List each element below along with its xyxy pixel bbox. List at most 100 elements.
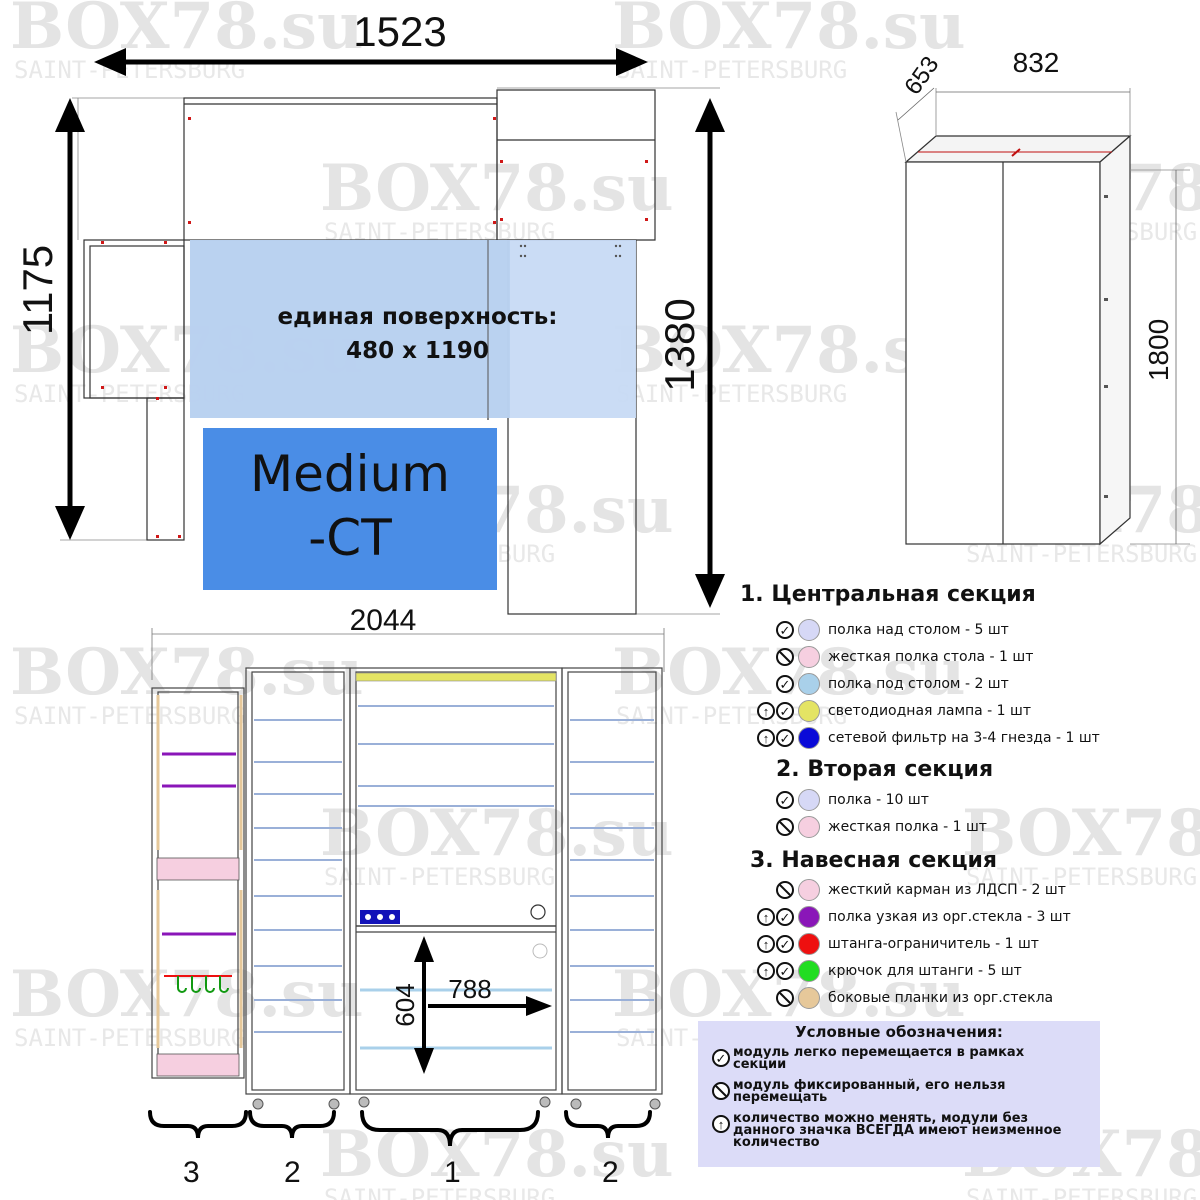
watermark-brand: BOX78.su [320, 796, 673, 871]
color-swatch [798, 700, 820, 722]
cabinet-height-label: 1800 [1143, 319, 1174, 381]
quantity-up-arrow-icon: ↑ [757, 962, 775, 980]
legend-item: ✓ полка над столом - 5 шт [736, 618, 1009, 642]
movable-check-icon: ✓ [776, 675, 794, 693]
color-swatch [798, 933, 820, 955]
watermark-city: SAINT-PETERSBURG [966, 863, 1197, 891]
fixed-prohibited-icon [776, 648, 794, 666]
watermark-brand: BOX78.su [10, 0, 363, 64]
model-name-line1: Medium [250, 445, 450, 503]
legend-notes-box: Условные обозначения: ✓модуль легко пере… [698, 1021, 1100, 1167]
fixed-prohibited-icon [776, 881, 794, 899]
plan-width-label: 1523 [353, 8, 446, 55]
watermark-brand: BOX78.su [612, 0, 965, 64]
legend-item-text: крючок для штанги - 5 шт [828, 963, 1022, 979]
quantity-up-arrow-icon: ↑ [757, 908, 775, 926]
watermark-brand: BOX78.su [10, 957, 363, 1032]
quantity-up-arrow-icon: ↑ [757, 935, 775, 953]
watermark-brand: BOX78.su [962, 796, 1200, 871]
surface-label-line2: 480 x 1190 [346, 338, 489, 364]
legend-item-text: боковые планки из орг.стекла [828, 990, 1054, 1006]
legend-section-title: 1. Центральная секция [740, 582, 1036, 607]
watermark-city: SAINT-PETERSBURG [14, 1024, 245, 1052]
legend-item-text: жесткий карман из ЛДСП - 2 шт [828, 882, 1066, 898]
cabinet-width-label: 832 [1013, 47, 1060, 78]
movable-check-icon: ✓ [712, 1049, 730, 1067]
section-number-3: 3 [183, 1156, 200, 1189]
legend-item: ✓ полка под столом - 2 шт [736, 672, 1009, 696]
legend-item-text: жесткая полка стола - 1 шт [828, 649, 1034, 665]
color-swatch [798, 906, 820, 928]
legend-note: модуль фиксированный, его нельзя перемещ… [712, 1078, 1073, 1105]
section-number-2-right: 2 [602, 1156, 619, 1189]
legend-item: ↑✓ сетевой фильтр на 3-4 гнезда - 1 шт [736, 726, 1100, 750]
legend-item: боковые планки из орг.стекла [736, 986, 1053, 1010]
legend-item: ↑✓ крючок для штанги - 5 шт [736, 959, 1022, 983]
legend-item: жесткий карман из ЛДСП - 2 шт [736, 878, 1066, 902]
color-swatch [798, 727, 820, 749]
color-swatch [798, 879, 820, 901]
watermark-city: SAINT-PETERSBURG [324, 863, 555, 891]
watermark-city: SAINT-PETERSBURG [616, 380, 847, 408]
plan-left-depth-label: 1175 [14, 245, 61, 335]
watermark-city: SAINT-PETERSBURG [966, 540, 1197, 568]
color-swatch [798, 960, 820, 982]
watermark-city: SAINT-PETERSBURG [14, 702, 245, 730]
movable-check-icon: ✓ [776, 791, 794, 809]
opening-height-label: 604 [390, 983, 420, 1026]
legend-item: жесткая полка - 1 шт [736, 815, 987, 839]
plan-right-depth-label: 1380 [656, 298, 703, 391]
movable-check-icon: ✓ [776, 962, 794, 980]
legend-item: ↑✓ полка узкая из орг.стекла - 3 шт [736, 905, 1071, 929]
legend-item: жесткая полка стола - 1 шт [736, 645, 1033, 669]
legend-item-text: полка - 10 шт [828, 792, 929, 808]
legend-note-text: количество можно менять, модули без данн… [733, 1111, 1062, 1150]
section-number-1: 1 [444, 1156, 461, 1189]
legend-item: ↑✓ штанга-ограничитель - 1 шт [736, 932, 1039, 956]
legend-note-text: модуль фиксированный, его нельзя перемещ… [733, 1078, 1006, 1105]
legend-item-text: светодиодная лампа - 1 шт [828, 703, 1032, 719]
legend-note: ↑количество можно менять, модули без дан… [712, 1111, 1073, 1150]
notes-title: Условные обозначения: [795, 1023, 1003, 1041]
quantity-up-arrow-icon: ↑ [757, 729, 775, 747]
legend-item: ↑✓ светодиодная лампа - 1 шт [736, 699, 1031, 723]
legend-item-text: сетевой фильтр на 3-4 гнезда - 1 шт [828, 730, 1100, 746]
legend-section-title: 2. Вторая секция [776, 757, 994, 782]
legend-note-text: модуль легко перемещается в рамках секци… [733, 1045, 1025, 1072]
legend-note: ✓модуль легко перемещается в рамках секц… [712, 1045, 1073, 1072]
front-width-label: 2044 [350, 604, 417, 637]
quantity-up-arrow-icon: ↑ [712, 1115, 730, 1133]
watermark-city: SAINT-PETERSBURG [616, 56, 847, 84]
movable-check-icon: ✓ [776, 729, 794, 747]
movable-check-icon: ✓ [776, 621, 794, 639]
opening-width-label: 788 [448, 974, 491, 1004]
fixed-prohibited-icon [776, 818, 794, 836]
color-swatch [798, 673, 820, 695]
color-swatch [798, 816, 820, 838]
surface-label-line1: единая поверхность: [277, 304, 558, 330]
color-swatch [798, 789, 820, 811]
movable-check-icon: ✓ [776, 935, 794, 953]
fixed-prohibited-icon [712, 1082, 730, 1100]
watermark-city: SAINT-PETERSBURG [966, 1184, 1197, 1200]
color-swatch [798, 646, 820, 668]
legend-item-text: полка над столом - 5 шт [828, 622, 1009, 638]
movable-check-icon: ✓ [776, 908, 794, 926]
watermark-city: SAINT-PETERSBURG [324, 1184, 555, 1200]
legend-item-text: полка узкая из орг.стекла - 3 шт [828, 909, 1071, 925]
movable-check-icon: ✓ [776, 702, 794, 720]
legend-item-text: штанга-ограничитель - 1 шт [828, 936, 1039, 952]
legend-item-text: полка под столом - 2 шт [828, 676, 1009, 692]
unified-surface-label: единая поверхность: 480 x 1190 [190, 300, 645, 368]
watermark-brand: BOX78.su [612, 635, 965, 710]
quantity-up-arrow-icon: ↑ [757, 702, 775, 720]
legend-section-title: 3. Навесная секция [750, 848, 998, 873]
legend-item: ✓ полка - 10 шт [736, 788, 929, 812]
fixed-prohibited-icon [776, 989, 794, 1007]
color-swatch [798, 619, 820, 641]
color-swatch [798, 987, 820, 1009]
section-number-2-left: 2 [284, 1156, 301, 1189]
